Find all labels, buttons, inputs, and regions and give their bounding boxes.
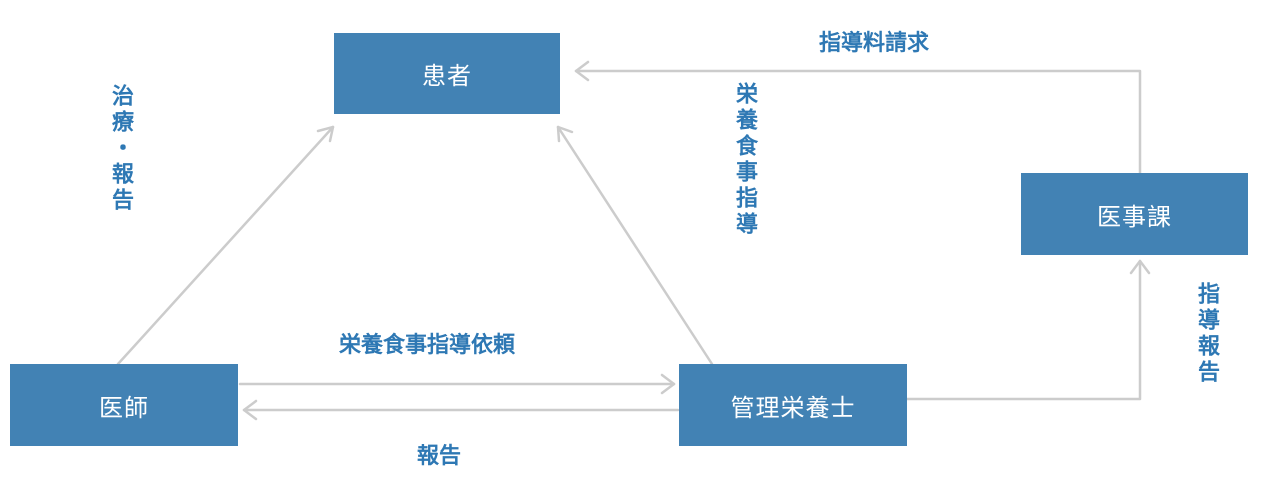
arrowhead-dietitian-to-medical-affairs [1129, 259, 1151, 275]
label-guidance-report: 指導報告 [1194, 282, 1219, 386]
label-nutrition-guidance: 栄養食事指導 [732, 82, 757, 238]
arrow-dietitian-to-medical-affairs [905, 259, 1142, 401]
node-medical-affairs: 医事課 [1021, 173, 1248, 255]
label-fee-claim: 指導料請求 [819, 31, 930, 56]
node-doctor: 医師 [10, 364, 238, 446]
arrowhead-doctor-to-dietitian [660, 373, 676, 395]
arrowhead-doctor-to-patient [316, 125, 335, 143]
arrowhead-medical-affairs-to-patient [574, 60, 590, 82]
arrow-doctor-to-patient [116, 125, 335, 366]
label-guidance-request: 栄養食事指導依頼 [339, 333, 516, 358]
arrowhead-dietitian-to-doctor [242, 399, 258, 421]
arrow-medical-affairs-to-patient [574, 69, 1142, 175]
arrow-dietitian-to-patient [556, 125, 714, 366]
arrowhead-dietitian-to-patient [556, 125, 574, 143]
label-report: 報告 [417, 444, 462, 469]
label-treatment-report: 治療・報告 [108, 84, 133, 214]
node-patient: 患者 [334, 33, 560, 114]
node-dietitian: 管理栄養士 [679, 364, 907, 446]
